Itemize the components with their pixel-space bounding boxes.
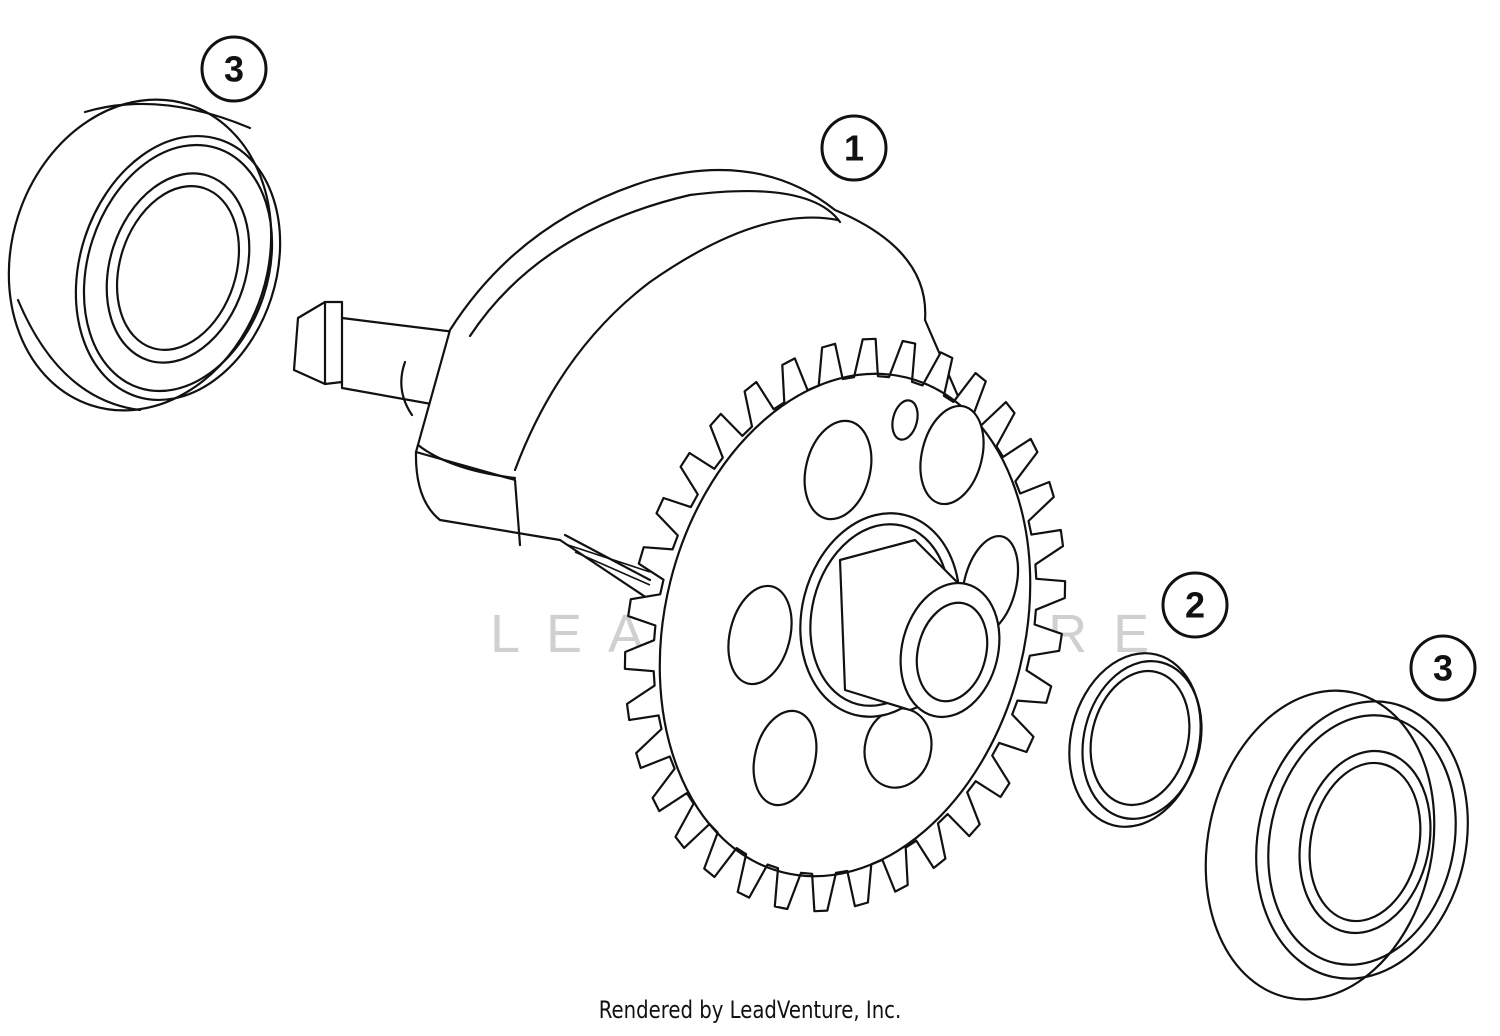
gear-hole — [919, 404, 985, 506]
callout-1-label: 1 — [844, 128, 864, 169]
callout-3-top: 3 — [200, 35, 268, 103]
thrust-washer — [1068, 652, 1203, 828]
callout-1: 1 — [820, 114, 888, 182]
bearing-top-left — [7, 98, 282, 412]
callout-2-label: 2 — [1185, 585, 1205, 626]
gear-hole — [752, 709, 818, 807]
callout-3-bottom-label: 3 — [1433, 648, 1453, 689]
bearing-bottom-right — [1204, 689, 1469, 1001]
callout-3-top-label: 3 — [224, 49, 244, 90]
crankshaft-assembly — [292, 168, 1067, 913]
gear-small-hole — [891, 399, 919, 441]
gear-hole — [727, 584, 793, 686]
callout-3-bottom: 3 — [1409, 634, 1477, 702]
footer-credit: Rendered by LeadVenture, Inc. — [598, 996, 902, 1024]
gear-hole — [803, 419, 873, 521]
callout-2: 2 — [1161, 571, 1229, 639]
